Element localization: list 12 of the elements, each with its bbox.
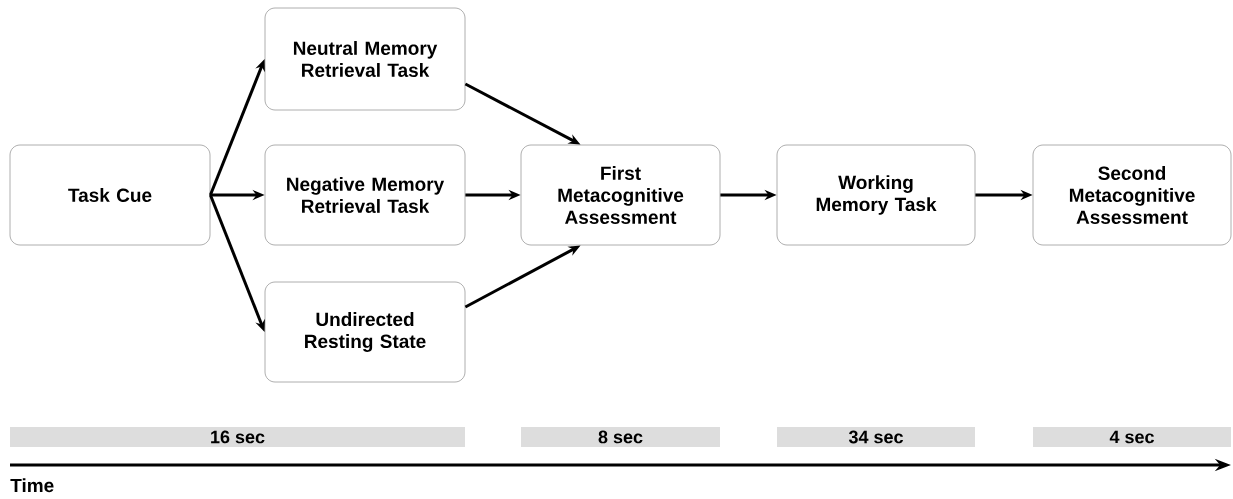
- duration-bar: 16 sec: [10, 427, 465, 447]
- axis-label: Time: [10, 478, 54, 493]
- process-box: Task Cue: [9, 144, 211, 246]
- duration-bar: 34 sec: [777, 427, 975, 447]
- process-box: Second Metacognitive Assessment: [1032, 144, 1232, 246]
- process-box: Working Memory Task: [776, 144, 976, 246]
- duration-bar: 4 sec: [1033, 427, 1231, 447]
- duration-bar: 8 sec: [521, 427, 720, 447]
- process-box: First Metacognitive Assessment: [520, 144, 721, 246]
- process-box: Negative Memory Retrieval Task: [264, 144, 466, 246]
- process-box: Undirected Resting State: [264, 281, 466, 383]
- process-box: Neutral Memory Retrieval Task: [264, 7, 466, 111]
